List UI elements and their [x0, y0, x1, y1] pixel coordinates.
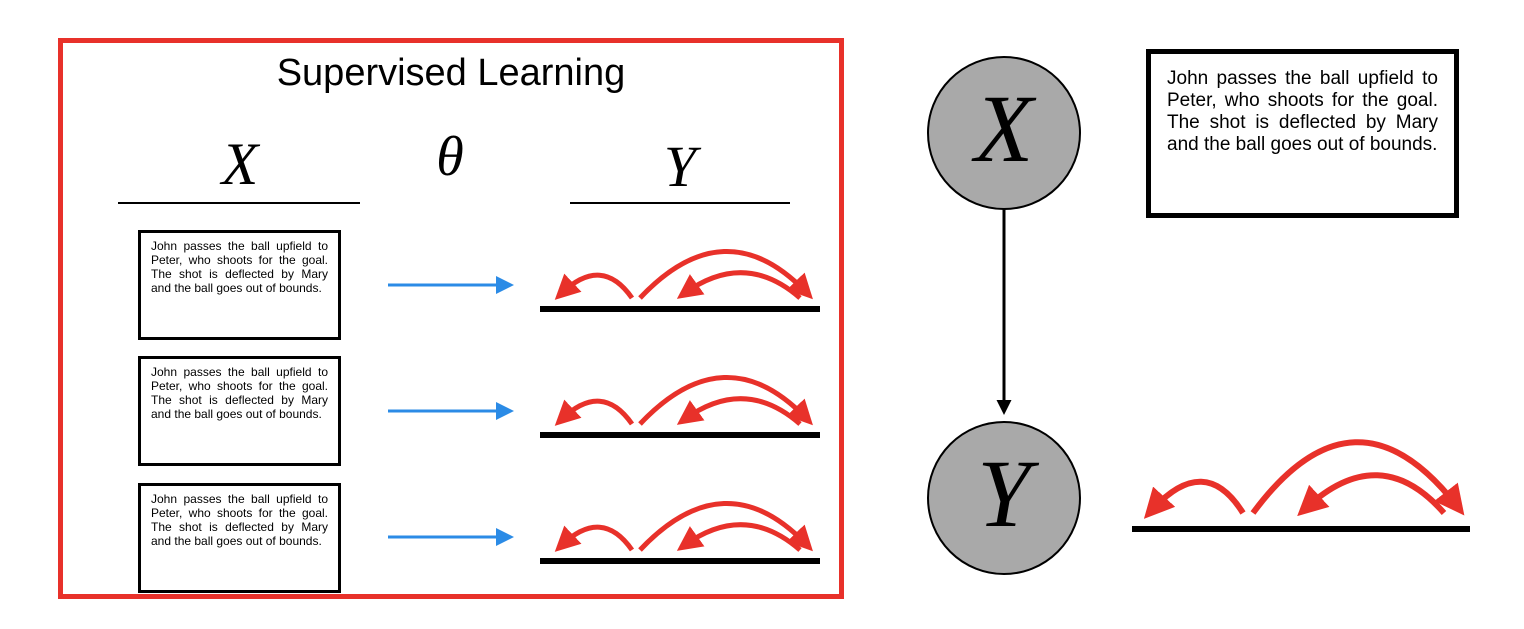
dependency-arc — [638, 374, 813, 426]
observed-text-box: John passes the ball upfield to Peter, w… — [1146, 49, 1459, 218]
dependency-arc — [554, 272, 635, 300]
x-column-rule — [118, 202, 360, 204]
dependency-arc — [1250, 439, 1465, 516]
node-y-label: Y — [977, 440, 1031, 547]
y-column-rule — [570, 202, 790, 204]
dependency-arc — [638, 248, 813, 300]
dependency-arc — [554, 524, 635, 552]
dependency-arc — [676, 522, 802, 552]
example-text-box: John passes the ball upfield to Peter, w… — [138, 483, 341, 593]
example-text-box: John passes the ball upfield to Peter, w… — [138, 230, 341, 340]
dependency-arc — [676, 396, 802, 426]
parameter-symbol-theta: θ — [436, 126, 464, 188]
output-symbol-y: Y — [663, 134, 697, 199]
input-symbol-x: X — [221, 131, 259, 197]
dependency-arc — [1143, 478, 1246, 519]
dependency-arc — [676, 270, 802, 300]
dependency-arc — [638, 500, 813, 552]
node-x-label: X — [974, 75, 1034, 182]
panel-title: Supervised Learning — [276, 52, 626, 94]
dependency-arc — [1297, 472, 1447, 517]
supervised-learning-frame — [58, 38, 844, 599]
example-text-box: John passes the ball upfield to Peter, w… — [138, 356, 341, 466]
dependency-arc — [554, 398, 635, 426]
node-y — [927, 421, 1081, 575]
